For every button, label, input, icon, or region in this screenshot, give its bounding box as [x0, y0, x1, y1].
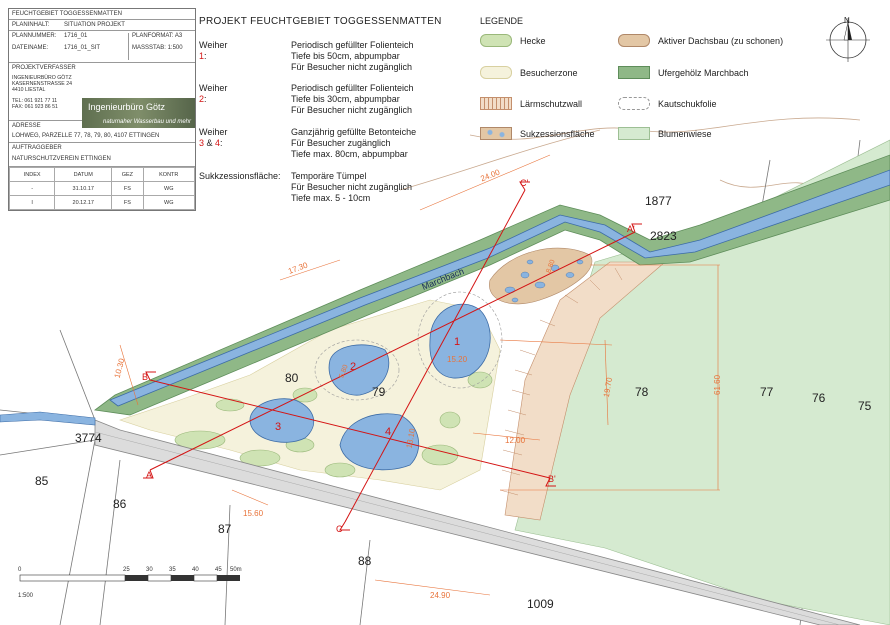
scale-bar: [19, 574, 240, 582]
scale-ratio: 1:500: [18, 593, 34, 599]
parcel-label: 1009: [527, 597, 554, 611]
parcel-label: 75: [858, 399, 872, 413]
hecken: [174, 371, 493, 478]
legend-title: LEGENDE: [480, 16, 524, 26]
table-row: I 20.12.17 FS WG: [8, 195, 196, 210]
scale-tick: 45: [215, 567, 222, 573]
ponds: [249, 303, 491, 471]
legend-item: Ufergehölz Marchbach: [618, 66, 749, 79]
parcel-label: 77: [760, 385, 774, 399]
north-arrow: [826, 18, 870, 62]
section-lines: [143, 181, 642, 531]
marchbach-stream: [0, 154, 890, 426]
dimension-label: 24.90: [430, 591, 451, 600]
dimension-label: 17.30: [287, 260, 309, 275]
laermschutzwall-hatching: [499, 267, 623, 496]
dimension-label: 19.70: [602, 376, 614, 398]
pond-number: 1: [454, 336, 460, 348]
dimension-label: 24.00: [479, 167, 501, 183]
pond-number: 4: [385, 426, 391, 438]
legend-item: Hecke: [480, 34, 546, 47]
legend-item: Aktiver Dachsbau (zu schonen): [618, 34, 783, 47]
parcel-label: 88: [358, 554, 372, 568]
planinhalt-row: PLANINHALT:SITUATION PROJEKT: [9, 20, 195, 31]
dimension-label: 15.20: [447, 355, 468, 364]
parcel-label: 87: [218, 522, 232, 536]
parcel-label: 76: [812, 391, 826, 405]
auftraggeber-row: AUFTRAGGEBER NATURSCHUTZVEREIN ETTINGEN: [9, 143, 195, 167]
title-block-header: FEUCHTGEBIET TOGGESSENMATTEN: [9, 9, 195, 20]
parcel-label: 79: [372, 385, 386, 399]
laermschutzwall-swatch: [480, 97, 512, 110]
section-label: B': [548, 474, 556, 484]
besucherzone-swatch: [480, 66, 512, 79]
legend-item: Blumenwiese: [618, 127, 712, 140]
dimension-lines: [119, 154, 720, 596]
section-label: C': [520, 178, 528, 188]
table-row: - 31.10.17 FS WG: [8, 181, 196, 196]
scale-tick: 50m: [230, 567, 242, 573]
laermschutzwall: [504, 261, 666, 521]
parcel-label: 85: [35, 474, 49, 488]
parcel-label: 1877: [645, 194, 672, 208]
road: [94, 419, 861, 625]
ufergehoelz-swatch: [618, 66, 650, 79]
title-block: FEUCHTGEBIET TOGGESSENMATTEN PLANINHALT:…: [8, 8, 196, 211]
project-title: PROJEKT FEUCHTGEBIET TOGGESSENMATTEN: [199, 16, 442, 27]
section-label: B: [142, 372, 148, 382]
plan-info-row: PLANNUMMER:1716_01 DATEINAME:1716_01_SIT…: [9, 31, 195, 63]
scale-tick: 30: [146, 567, 153, 573]
parcel-label: 2823: [650, 229, 677, 243]
dimension-label: 61.60: [713, 374, 722, 395]
parcel-label: 86: [113, 497, 127, 511]
sukzessionsflaeche: [489, 247, 593, 305]
pond-number: 2: [350, 361, 356, 373]
dimension-label: 13.10: [405, 427, 417, 449]
dimension-label: 12.00: [505, 436, 526, 445]
sukzessionsflaeche-swatch: [480, 127, 512, 140]
parcel-label: 80: [285, 371, 299, 385]
scale-tick: 0: [18, 567, 22, 573]
dimension-label: 5.80: [338, 364, 349, 379]
north-label: N: [844, 16, 850, 25]
section-label: A: [146, 470, 152, 480]
parcel-label: 3774: [75, 431, 102, 445]
section-label: A': [627, 224, 635, 234]
blumenwiese-swatch: [618, 127, 650, 140]
legend-item: Sukzessionsfläche: [480, 127, 595, 140]
legend-item: Kautschukfolie: [618, 97, 717, 110]
dimension-label: 8.80: [545, 259, 556, 274]
hecke-swatch: [480, 34, 512, 47]
dimension-label: 10.30: [113, 357, 127, 379]
adresse-row: ADRESSE LOHWEG, PARZELLE 77, 78, 79, 80,…: [9, 121, 195, 143]
kautschukfolie-swatch: [618, 97, 650, 110]
legend-item: Lärmschutzwall: [480, 97, 582, 110]
dimension-label: 15.60: [243, 509, 264, 518]
section-label: C: [336, 524, 343, 534]
scale-tick: 40: [192, 567, 199, 573]
scale-tick: 25: [123, 567, 130, 573]
parcel-label: 78: [635, 385, 649, 399]
revision-table: INDEX DATUM GEZ KONTR - 31.10.17 FS WG I…: [8, 167, 196, 210]
pond-number: 3: [275, 421, 281, 433]
scale-tick: 35: [169, 567, 176, 573]
company-logo: Ingenieurbüro Götz naturnaher Wasserbau …: [82, 98, 195, 128]
legend-item: Besucherzone: [480, 66, 578, 79]
dachsbau-swatch: [618, 34, 650, 47]
